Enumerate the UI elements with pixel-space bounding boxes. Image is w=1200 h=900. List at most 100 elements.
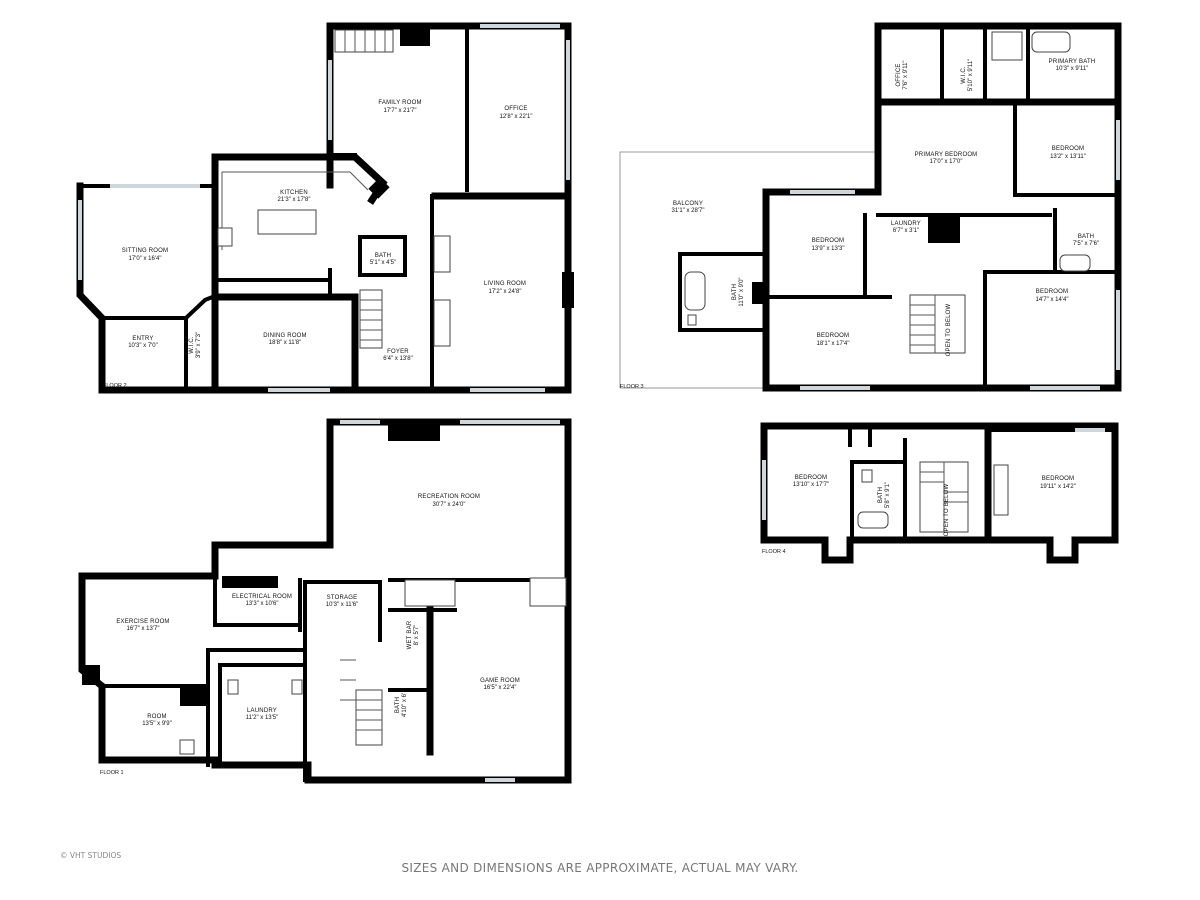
floor2-wic-name: W.I.C. bbox=[189, 336, 195, 354]
credit-text: © VHT STUDIOS bbox=[60, 851, 122, 860]
floor2-family-stairs bbox=[334, 29, 394, 53]
floor2-hall-cabinet-2 bbox=[433, 299, 451, 347]
floor4-bath-name: BATH bbox=[878, 487, 884, 503]
floor2-living-name: LIVING ROOM bbox=[484, 281, 526, 287]
floor3-stairs bbox=[909, 294, 966, 354]
floor2-family-name: FAMILY ROOM bbox=[378, 100, 421, 106]
floor-1: RECREATION ROOM 30'7" x 24'0" EXERCISE R… bbox=[78, 418, 572, 784]
floor2-foyer-name: FOYER bbox=[387, 349, 409, 355]
floor2-sitting-dims: 17'0" x 16'4" bbox=[129, 256, 162, 262]
floor3-bath2-walls bbox=[678, 252, 768, 332]
floor3-bath-tub bbox=[1059, 254, 1091, 272]
floor3-office-dims: 7'6" x 9'11" bbox=[903, 60, 909, 89]
floor3-chimney bbox=[928, 215, 960, 243]
floor2-bath-name: BATH bbox=[375, 253, 391, 259]
floor3-walls-outline bbox=[762, 22, 1122, 392]
floor1-wetbar-name: WET BAR bbox=[407, 620, 413, 649]
floor1-stairs bbox=[340, 659, 383, 746]
floor3-bedroomB-dims: 13'9" x 13'3" bbox=[812, 246, 845, 252]
floor3-bedroomA-dims: 13'2" x 13'11" bbox=[1050, 154, 1086, 160]
floor2-fireplace-family bbox=[400, 28, 430, 46]
floor4-stairs-name: OPEN TO BELOW bbox=[944, 484, 950, 537]
floor4-bath-tub bbox=[857, 511, 889, 529]
floor2-hall-cabinet bbox=[433, 235, 451, 273]
floor3-bedroomB-name: BEDROOM bbox=[812, 238, 844, 244]
floor2-kitchen-counter bbox=[222, 171, 369, 191]
floor3-bedroomD-dims: 18'1" x 17'4" bbox=[817, 341, 850, 347]
floor3-office-name: OFFICE bbox=[896, 63, 902, 86]
floor1-washer bbox=[227, 679, 239, 695]
floor2-wall-entry-diag bbox=[183, 293, 218, 321]
floor2-bath-dims: 5'1" x 4'5" bbox=[370, 260, 396, 266]
floor2-office-name: OFFICE bbox=[504, 106, 527, 112]
floor2-foyer-stairs bbox=[359, 289, 383, 349]
floor3-label: FLOOR 3 bbox=[620, 384, 644, 390]
floor1-exercise-dims: 16'7" x 13'7" bbox=[127, 626, 160, 632]
floor3-balcony-name: BALCONY bbox=[673, 201, 703, 207]
floor2-kitchen-name: KITCHEN bbox=[280, 190, 308, 196]
floor1-sink bbox=[179, 739, 195, 755]
floor2-walls-sitting bbox=[76, 182, 219, 394]
floor1-game-dims: 16'5" x 22'4" bbox=[484, 685, 517, 691]
floor-3: OFFICE 7'6" x 9'11" W.I.C. 5'10" x 9'11"… bbox=[619, 22, 1122, 392]
floor1-recreation-name: RECREATION ROOM bbox=[418, 494, 480, 500]
floor1-laundry-name: LAUNDRY bbox=[247, 708, 277, 714]
floor3-primarybath-dims: 10'3" x 9'11" bbox=[1056, 66, 1088, 72]
floor3-bedroomC-name: BEDROOM bbox=[1036, 289, 1068, 295]
floor3-laundry-dims: 6'7" x 3'1" bbox=[893, 228, 919, 234]
floor-4: BEDROOM 13'10" x 17'7" BATH 5'8" x 9'1" … bbox=[760, 422, 1119, 564]
floor1-storage-name: STORAGE bbox=[327, 595, 358, 601]
floor1-electrical-name: ELECTRICAL ROOM bbox=[232, 594, 292, 600]
floor1-column bbox=[82, 665, 100, 685]
floor3-bedroomD-name: BEDROOM bbox=[817, 333, 849, 339]
floor3-bath-name: BATH bbox=[1078, 234, 1094, 240]
floor2-stove bbox=[217, 227, 233, 247]
floor1-game-name: GAME ROOM bbox=[480, 678, 520, 684]
floor2-dining-name: DINING ROOM bbox=[263, 333, 307, 339]
floor4-bedroomB-dims: 19'11" x 14'2" bbox=[1040, 484, 1076, 490]
floor2-family-dims: 17'7" x 21'7" bbox=[384, 108, 417, 114]
floor4-bath-dims: 5'8" x 9'1" bbox=[885, 482, 891, 508]
floor2-kitchen-island bbox=[257, 209, 317, 235]
floor3-primarybed-name: PRIMARY BEDROOM bbox=[915, 152, 978, 158]
floor3-primarybath-tub bbox=[1031, 31, 1071, 53]
floor1-dryer bbox=[291, 679, 303, 695]
floor1-bath-dims: 4'10" x 6' bbox=[402, 693, 408, 717]
floor2-living-dims: 17'2" x 24'8" bbox=[489, 289, 522, 295]
floor3-wic-dims: 5'10" x 9'11" bbox=[968, 59, 974, 91]
floor4-label: FLOOR 4 bbox=[762, 549, 786, 555]
floor3-stairs-name: OPEN TO BELOW bbox=[946, 304, 952, 357]
floor2-office-dims: 12'8" x 22'1" bbox=[500, 114, 533, 120]
floor2-dining-dims: 18'8" x 11'8" bbox=[269, 340, 301, 346]
floor3-bedroomA-name: BEDROOM bbox=[1052, 146, 1084, 152]
floor3-bath2-tub bbox=[684, 271, 706, 311]
floor1-storage-dims: 10'3" x 11'6" bbox=[326, 602, 358, 608]
floor2-fireplace-living bbox=[562, 272, 574, 308]
floor4-bath-sink bbox=[861, 469, 873, 483]
floor1-label: FLOOR 1 bbox=[100, 770, 124, 776]
floor1-recreation-dims: 30'7" x 24'0" bbox=[433, 502, 466, 508]
floor3-primarybed-dims: 17'0" x 17'0" bbox=[930, 159, 963, 165]
floor2-kitchen-dims: 21'3" x 17'8" bbox=[278, 197, 311, 203]
floor2-bath-walls bbox=[358, 235, 407, 277]
floor2-entry-dims: 10'3" x 7'0" bbox=[128, 343, 158, 349]
floor1-electrical-panel bbox=[222, 576, 278, 588]
disclaimer-text: SIZES AND DIMENSIONS ARE APPROXIMATE, AC… bbox=[401, 861, 799, 875]
floor1-furnace bbox=[180, 686, 208, 706]
floor2-entry-name: ENTRY bbox=[132, 336, 153, 342]
floor2-label: FLOOR 2 bbox=[103, 383, 127, 389]
floor1-room-dims: 13'5" x 9'9" bbox=[142, 721, 172, 727]
floor3-balcony-dims: 31'1" x 28'7" bbox=[672, 208, 705, 214]
floor3-bath2-toilet bbox=[687, 314, 697, 326]
floor1-exercise-name: EXERCISE ROOM bbox=[116, 619, 169, 625]
floor4-bedroomB-name: BEDROOM bbox=[1042, 476, 1074, 482]
floor3-fireplace bbox=[752, 282, 766, 304]
floor3-wic-name: W.I.C. bbox=[961, 66, 967, 84]
floor-2: FAMILY ROOM 17'7" x 21'7" OFFICE 12'8" x… bbox=[76, 22, 574, 394]
floor4-stairs bbox=[919, 461, 969, 533]
floor3-bath2-name: BATH bbox=[732, 284, 738, 300]
floor2-kitchen-fridge bbox=[368, 177, 390, 199]
floor1-game-cabinet bbox=[529, 577, 567, 607]
floor3-primarybath-name: PRIMARY BATH bbox=[1049, 59, 1096, 65]
